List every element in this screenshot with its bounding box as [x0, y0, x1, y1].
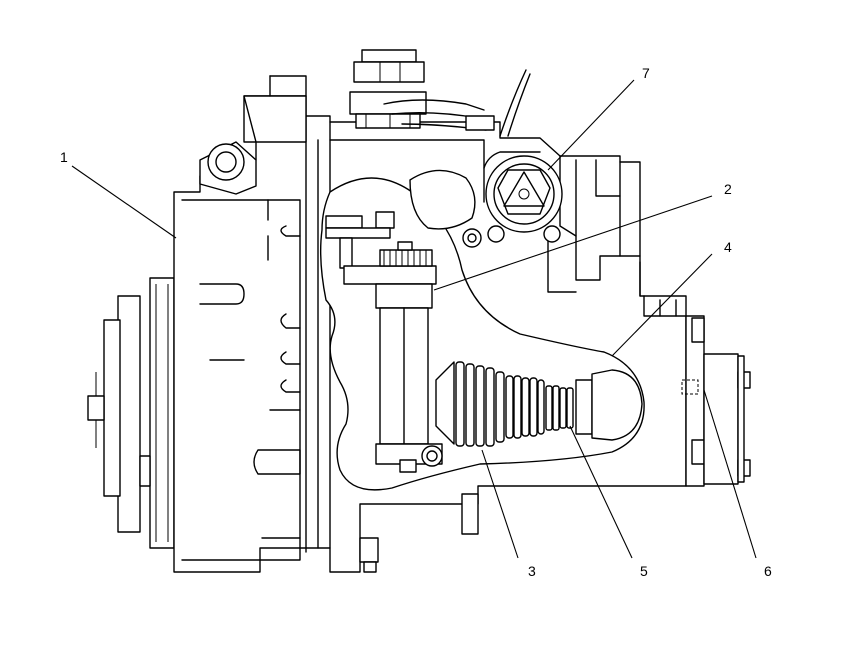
- callout-6: 6: [764, 563, 772, 579]
- hex-fitting: [199, 141, 257, 195]
- leader-1: [71, 165, 177, 239]
- callout-labels: 1 2 3 4 5 6 7: [60, 65, 772, 579]
- callout-3: 3: [528, 563, 536, 579]
- governor-linkage: [325, 169, 482, 473]
- leader-4: [611, 253, 713, 357]
- governor-spring-assembly: [435, 361, 643, 447]
- governor-end-cover: [681, 315, 751, 487]
- leader-lines: [71, 79, 757, 559]
- small-coil-spring: [545, 385, 574, 431]
- leader-5: [569, 425, 633, 559]
- callout-4: 4: [724, 239, 732, 255]
- callout-2: 2: [724, 181, 732, 197]
- callout-1: 1: [60, 149, 68, 165]
- leader-6: [703, 389, 757, 559]
- top-fittings: [349, 49, 531, 137]
- medium-coil-spring: [505, 375, 545, 439]
- shutoff-solenoid: [485, 155, 563, 243]
- large-coil-spring: [455, 361, 505, 447]
- leader-7: [547, 79, 635, 171]
- drive-flange: [87, 277, 175, 549]
- leader-2: [433, 195, 713, 291]
- callout-7: 7: [642, 65, 650, 81]
- leader-3: [481, 449, 519, 559]
- callout-5: 5: [640, 563, 648, 579]
